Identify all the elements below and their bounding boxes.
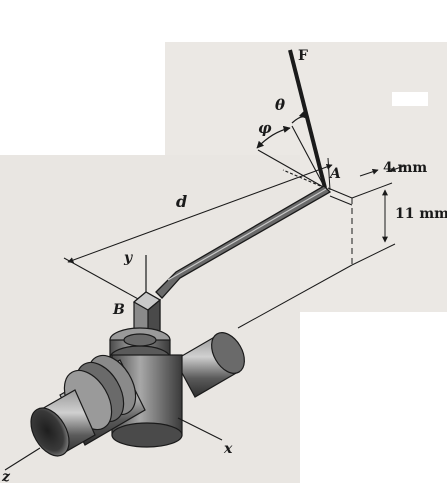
- axes-zx: [4, 417, 223, 471]
- label-axis-y: y: [123, 250, 133, 266]
- label-force: F: [298, 48, 308, 64]
- z-axis: [4, 447, 41, 471]
- dimension-handle-section: [237, 165, 405, 329]
- label-phi: φ: [258, 119, 272, 137]
- theta-arc: [291, 110, 307, 124]
- valve-handle: [155, 185, 332, 299]
- label-dim-d: d: [176, 192, 187, 211]
- left-pipe: [30, 354, 146, 457]
- label-axis-x: x: [223, 441, 233, 457]
- x-axis: [177, 417, 223, 441]
- label-axis-z: z: [1, 469, 11, 483]
- label-point-a: A: [328, 166, 341, 182]
- label-theta: θ: [275, 96, 285, 114]
- labels: F θ φ A 4 mm 11 mm d y B x z: [1, 48, 447, 485]
- dimension-d: [63, 157, 333, 301]
- pipe-opening: [30, 407, 70, 457]
- phi-arc: [256, 125, 291, 149]
- label-thickness: 4 mm: [383, 160, 427, 176]
- label-height: 11 mm: [395, 206, 447, 222]
- right-pipe: [174, 332, 245, 398]
- label-point-b: B: [112, 302, 125, 318]
